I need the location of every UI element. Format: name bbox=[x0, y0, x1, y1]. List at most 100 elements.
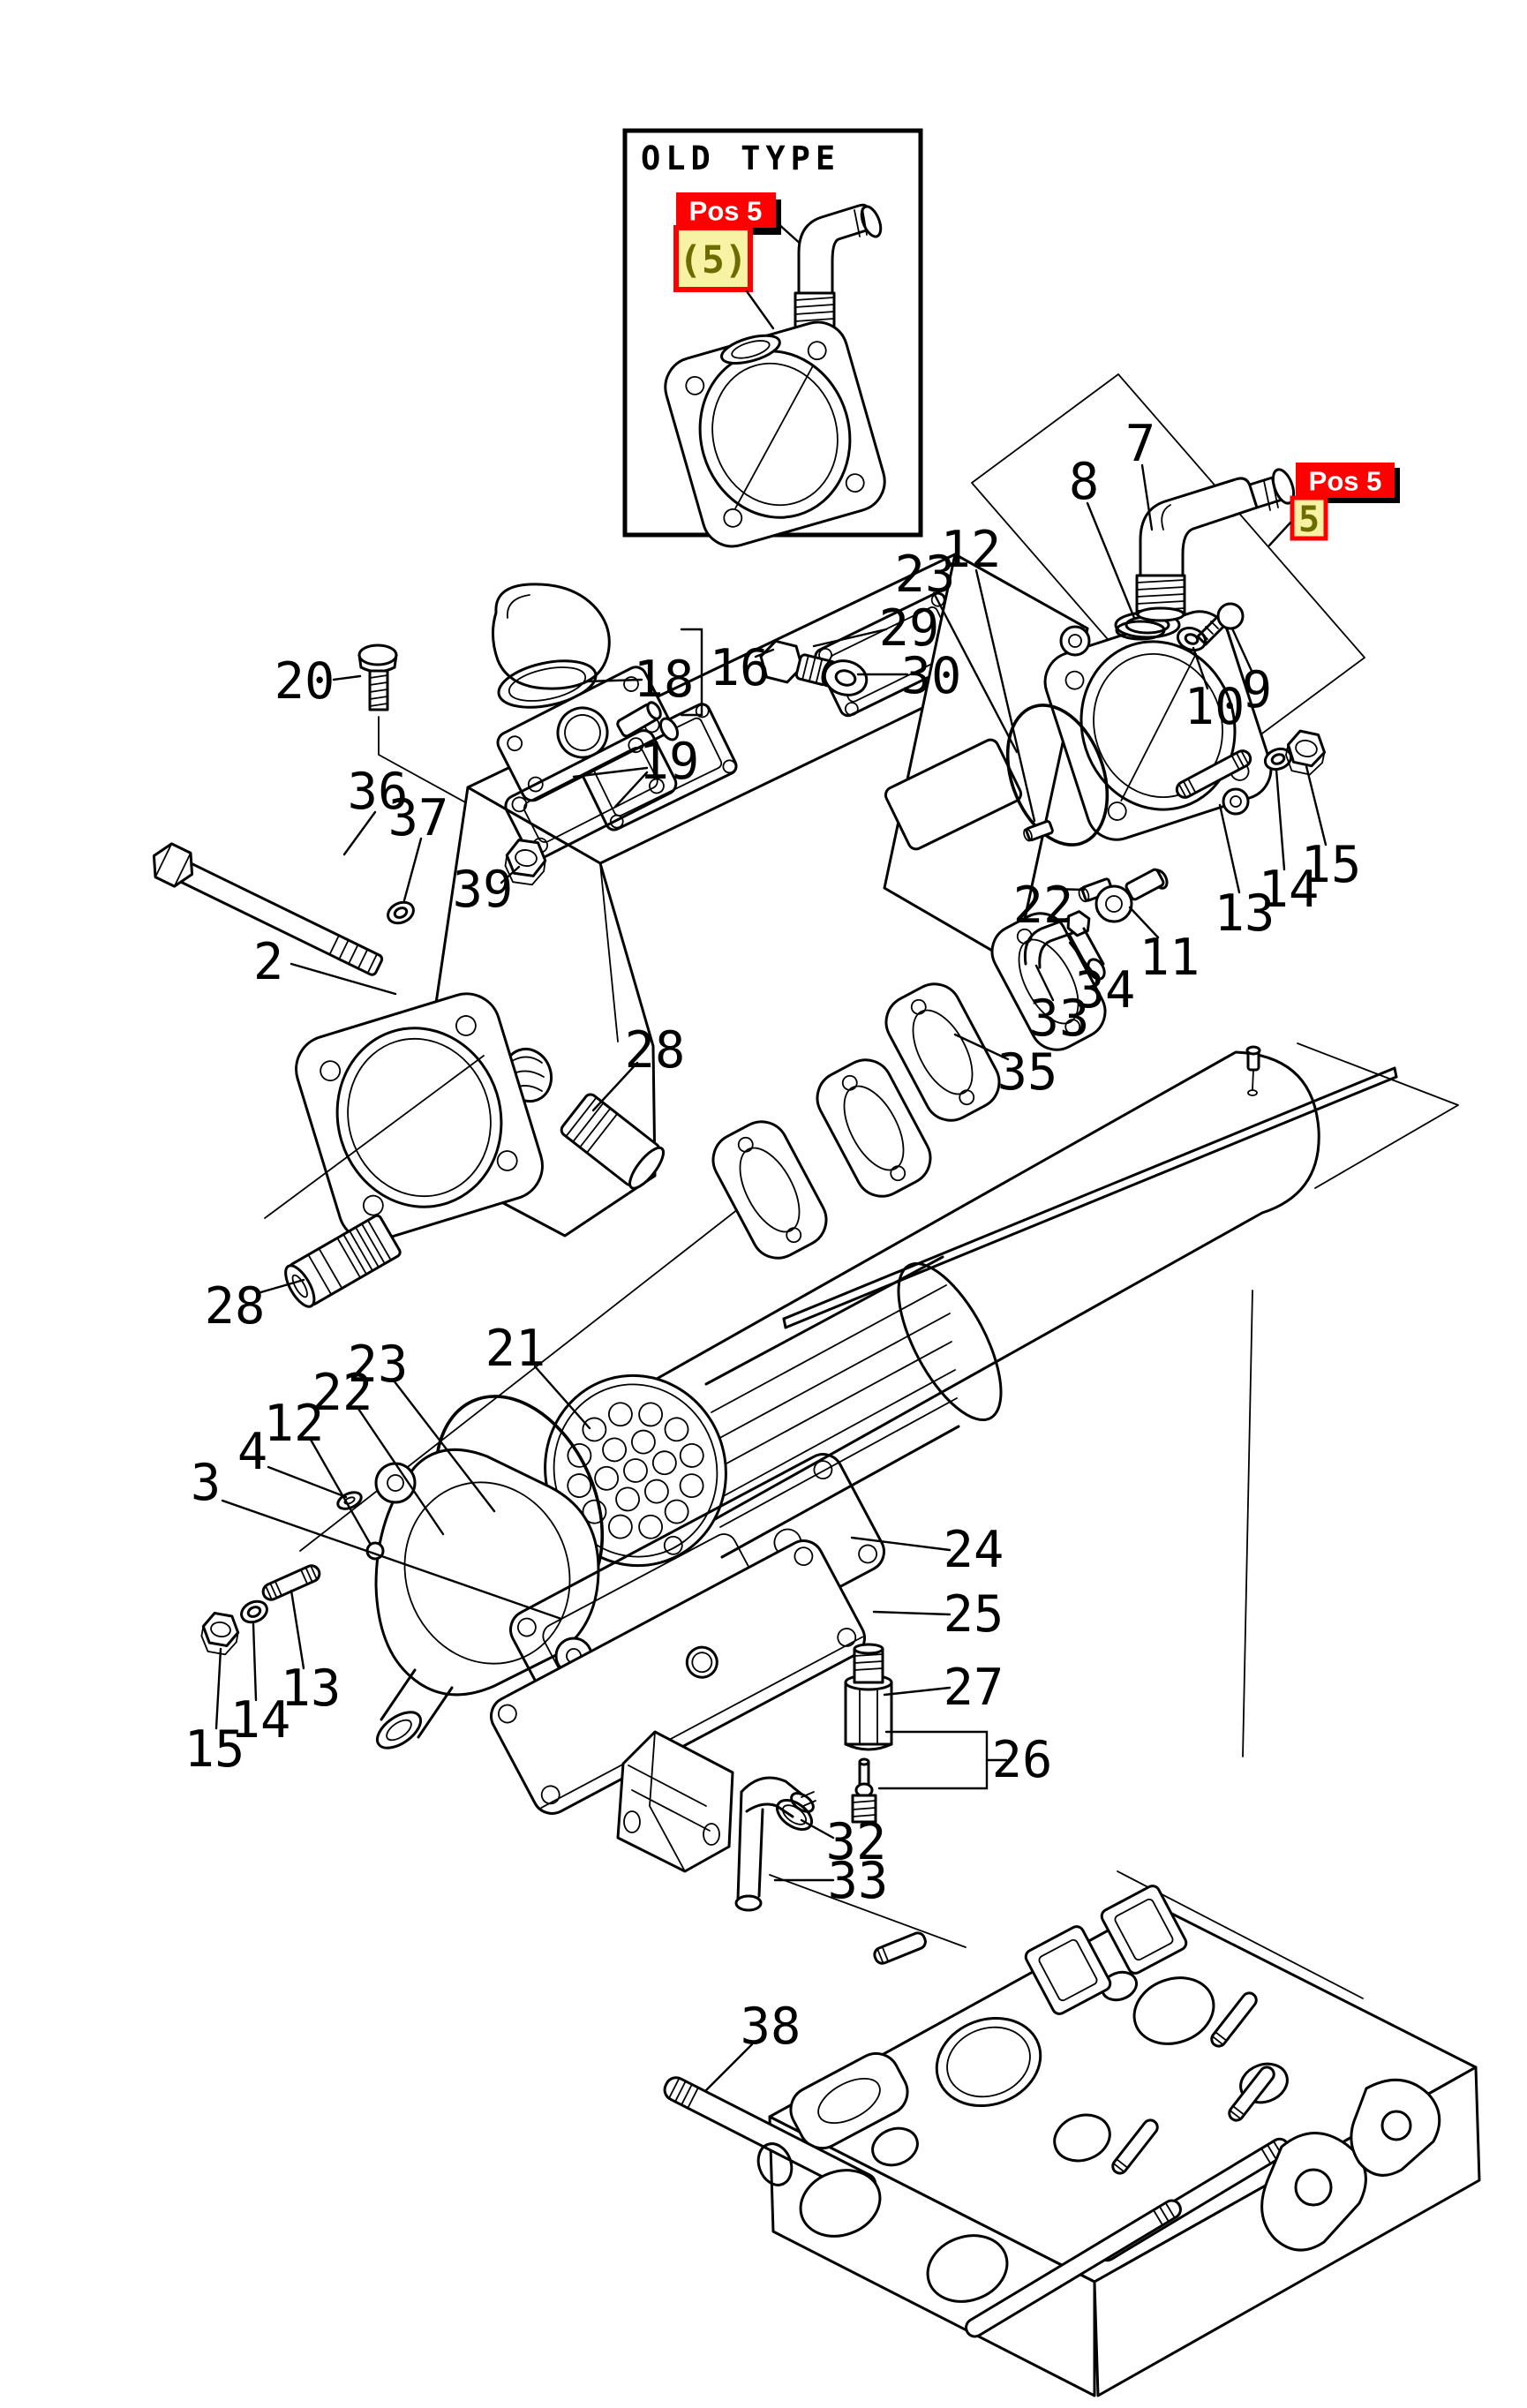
part-callout-39-8: 39 bbox=[453, 861, 514, 919]
part-15-nut bbox=[1285, 729, 1327, 776]
leader-line-3-27 bbox=[221, 1499, 563, 1621]
part-cooler-core bbox=[544, 1255, 1003, 1568]
pos5-callout-right: Pos 5 5 bbox=[1267, 463, 1400, 547]
part-9-bolt bbox=[1196, 602, 1245, 646]
part-callout-30-4: 30 bbox=[901, 647, 962, 705]
part-32-clamp bbox=[775, 1791, 816, 1832]
leader-line-32-39 bbox=[800, 1818, 835, 1840]
leader-line-20-0 bbox=[332, 674, 362, 681]
leader-line-12-13 bbox=[974, 568, 1036, 823]
leader-line-13-18 bbox=[1218, 803, 1241, 894]
part-callout-26-38: 26 bbox=[992, 1731, 1053, 1789]
part-callout-13-32: 13 bbox=[281, 1659, 342, 1718]
leader-line-4-28 bbox=[267, 1465, 348, 1499]
ref5-label: (5) bbox=[679, 238, 748, 282]
part-callout-12-29: 12 bbox=[264, 1395, 325, 1453]
part-callout-13-18: 13 bbox=[1215, 884, 1275, 943]
leader-line-38-41 bbox=[704, 2043, 754, 2092]
leader-line-8-14 bbox=[1086, 501, 1136, 620]
part-callout-35-25: 35 bbox=[997, 1043, 1058, 1102]
part-11-joint bbox=[1094, 868, 1169, 923]
leader-line-36-6 bbox=[342, 810, 377, 856]
leader-line-39-8 bbox=[500, 865, 521, 884]
leader-line-18-1 bbox=[584, 678, 643, 683]
leader-line-19-5 bbox=[613, 771, 649, 809]
leader-line-10-16 bbox=[1192, 646, 1209, 690]
part-callout-16-2: 16 bbox=[710, 639, 771, 697]
leader-line-28-11 bbox=[256, 1278, 305, 1295]
leader-line-34-23 bbox=[1068, 941, 1096, 976]
part-19-flange-plate bbox=[496, 666, 679, 861]
part-callout-15-20: 15 bbox=[1301, 836, 1362, 894]
part-callout-7-15: 7 bbox=[1125, 415, 1155, 473]
leader-line-14-19 bbox=[1275, 768, 1286, 871]
part-callout-37-7: 37 bbox=[388, 789, 449, 847]
part-37-washer bbox=[387, 900, 415, 925]
ref5-box bbox=[673, 225, 753, 292]
part-callout-3-27: 3 bbox=[191, 1454, 221, 1512]
part-mounting-bracket bbox=[616, 1730, 734, 1873]
leader-line-33-24 bbox=[1034, 964, 1055, 1002]
part-callout-15-34: 15 bbox=[184, 1720, 245, 1779]
part-callout-8-14: 8 bbox=[1069, 453, 1099, 511]
part-23-oring bbox=[1005, 704, 1110, 847]
part-callout-33-24: 33 bbox=[1029, 990, 1090, 1048]
part-18-filler-cap bbox=[492, 583, 703, 717]
part-callout-29-3: 29 bbox=[879, 599, 940, 658]
part-13-stud-left bbox=[261, 1564, 321, 1601]
part-callout-23-31: 23 bbox=[348, 1336, 409, 1394]
part-callout-32-39: 32 bbox=[826, 1813, 887, 1871]
part-25-cover-plate bbox=[490, 1539, 866, 1815]
part-12-pin bbox=[1023, 820, 1054, 842]
part-callout-23-12: 23 bbox=[895, 546, 956, 604]
leader-line-19-5 bbox=[572, 766, 649, 779]
part-callout-2-9: 2 bbox=[253, 933, 283, 991]
part-8-oring bbox=[1115, 620, 1166, 641]
leader-line-23-31 bbox=[392, 1379, 496, 1513]
old-type-panel: OLD TYPE Pos 5 (5) bbox=[622, 128, 923, 548]
part-callout-22-30: 22 bbox=[312, 1364, 373, 1422]
pos5-right-label: Pos 5 bbox=[1309, 466, 1382, 497]
part-28-fitting-attached bbox=[560, 1093, 666, 1190]
part-callout-34-23: 34 bbox=[1075, 961, 1136, 1020]
part-7-elbow bbox=[1135, 468, 1296, 622]
leader-line-9-17 bbox=[1230, 627, 1253, 673]
part-30-washer bbox=[823, 659, 869, 696]
leader-line-15-34 bbox=[214, 1647, 222, 1730]
leader-line-22-30 bbox=[357, 1407, 445, 1536]
leader-line-14-33 bbox=[252, 1622, 258, 1702]
part-14-washer-left bbox=[240, 1599, 268, 1624]
part-callout-25-36: 25 bbox=[944, 1585, 1004, 1644]
part-callout-10-16: 10 bbox=[1185, 678, 1245, 736]
part-33-hose bbox=[734, 1776, 815, 1912]
part-callout-22-21: 22 bbox=[1013, 877, 1074, 935]
leader-line-21-26 bbox=[533, 1365, 591, 1430]
part-callout-27-37: 27 bbox=[944, 1659, 1004, 1717]
leader-line-15-20 bbox=[1305, 764, 1328, 847]
leader-line-29-3 bbox=[812, 628, 888, 648]
leader-line-2-9 bbox=[290, 962, 397, 996]
leader-line-25-36 bbox=[872, 1610, 952, 1616]
part-2-housing bbox=[264, 553, 1089, 1260]
leader-line-12-29 bbox=[309, 1438, 372, 1546]
part-callout-14-19: 14 bbox=[1259, 861, 1320, 919]
part-callout-18-1: 18 bbox=[634, 651, 695, 709]
ref5-right-label: 5 bbox=[1298, 500, 1320, 540]
part-callout-28-10: 28 bbox=[625, 1021, 686, 1080]
leader-line-24-35 bbox=[850, 1536, 952, 1552]
part-callout-33-40: 33 bbox=[828, 1852, 889, 1910]
part-13-stud bbox=[1175, 749, 1252, 799]
pos5-box bbox=[676, 192, 776, 228]
leader-line-35-25 bbox=[953, 1033, 1010, 1061]
leader-line-37-7 bbox=[402, 837, 423, 902]
part-callout-28-11: 28 bbox=[205, 1277, 266, 1336]
leader-line-22-21 bbox=[1050, 887, 1086, 892]
pos5-label: Pos 5 bbox=[689, 196, 763, 227]
part-callout-38-41: 38 bbox=[741, 1998, 801, 2056]
part-35-gaskets bbox=[884, 912, 1107, 1122]
part-callout-4-28: 4 bbox=[237, 1423, 267, 1481]
part-callout-20-0: 20 bbox=[275, 652, 335, 711]
